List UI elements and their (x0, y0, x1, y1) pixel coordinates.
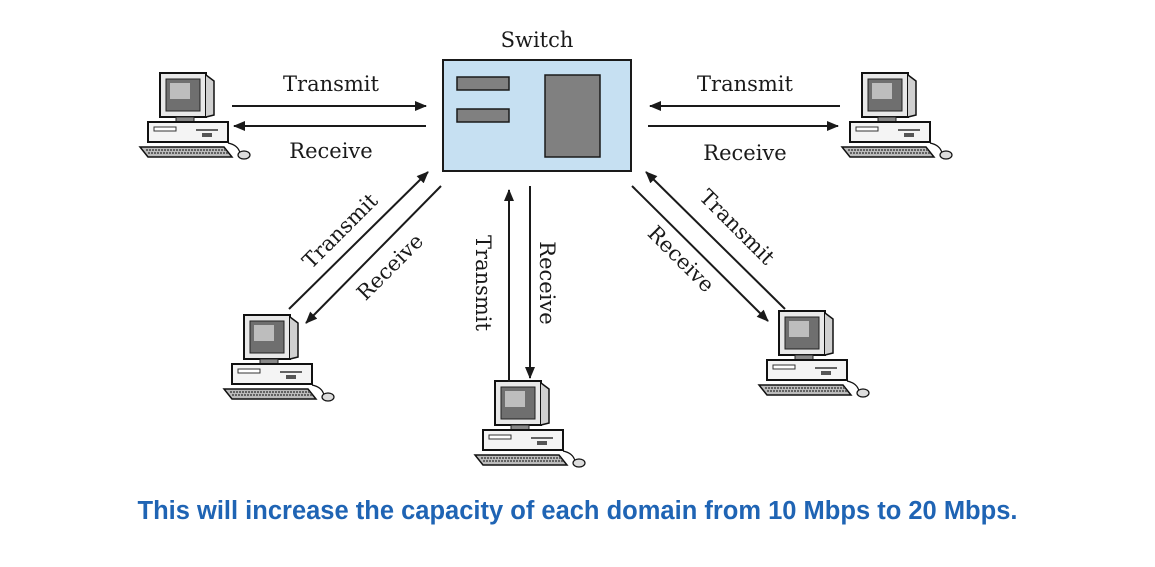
receive-arrow (631, 185, 769, 322)
receive-label: Receive (535, 241, 559, 324)
transmit-label: Transmit (471, 235, 495, 331)
receive-arrow (305, 185, 442, 324)
receive-label: Receive (289, 139, 372, 163)
switch-backplane (544, 74, 601, 158)
computer-icon-lower-right (758, 310, 870, 398)
transmit-label: Transmit (697, 72, 793, 96)
transmit-label: Transmit (283, 72, 379, 96)
receive-label: Receive (703, 141, 786, 165)
computer-icon-top-right (841, 72, 953, 160)
link-lower-left: Transmit Receive (288, 171, 442, 324)
transmit-label: Transmit (298, 188, 383, 273)
transmit-arrow (288, 171, 429, 310)
computer-icon-lower-left (223, 314, 335, 402)
transmit-arrow (645, 171, 786, 310)
computer-icon-bottom (474, 380, 586, 468)
switch-port-top (456, 76, 510, 91)
link-lower-right: Transmit Receive (631, 171, 786, 322)
switch-box (442, 59, 632, 172)
receive-label: Receive (352, 229, 428, 305)
transmit-label: Transmit (695, 185, 780, 270)
computer-icon-top-left (139, 72, 251, 160)
switch-port-bottom (456, 108, 510, 123)
link-bottom: Transmit Receive (471, 186, 559, 382)
link-top-right: Transmit Receive (648, 72, 840, 165)
caption-text: This will increase the capacity of each … (137, 497, 1018, 525)
switch-label: Switch (501, 28, 574, 52)
link-top-left: Transmit Receive (232, 72, 427, 163)
